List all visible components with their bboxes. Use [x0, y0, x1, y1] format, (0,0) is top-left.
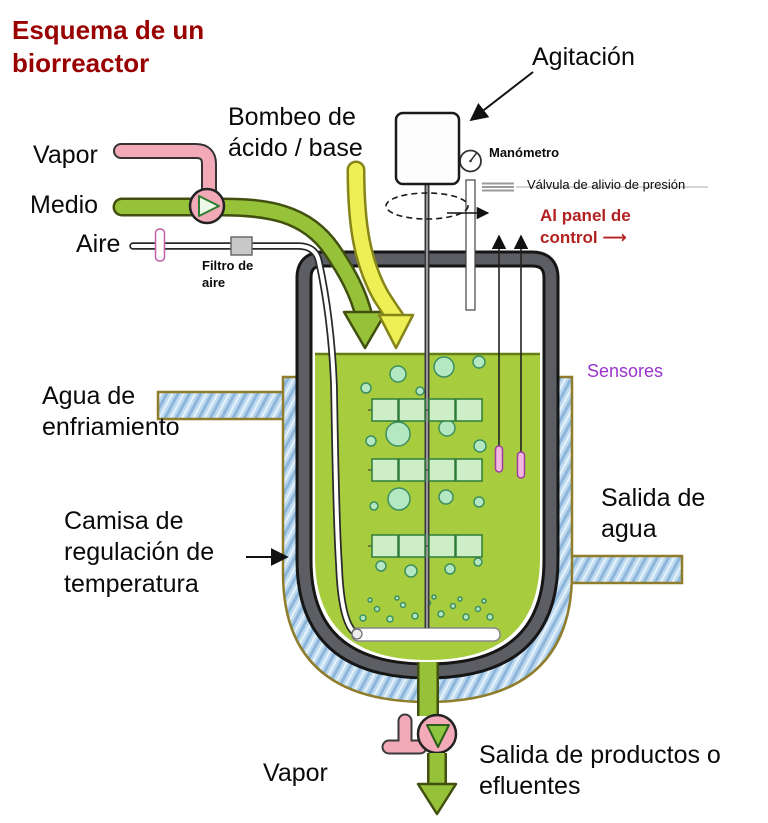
impeller-row	[368, 534, 483, 558]
bubbles	[359, 355, 494, 623]
impellers	[368, 398, 483, 558]
sensor-tip	[494, 445, 504, 473]
relief-valve	[482, 182, 708, 192]
label-jacket: Camisa de regulación de temperatura	[64, 507, 215, 598]
pump-bottom	[416, 713, 458, 755]
label-relief-valve: Válvula de alivio de presión	[527, 177, 686, 192]
rotation-ellipse	[385, 192, 469, 220]
label-air: Aire	[76, 230, 121, 258]
impeller-row	[368, 458, 483, 482]
label-agitation: Agitación	[532, 43, 635, 71]
agitation-pointer-arrow	[469, 71, 534, 122]
outlet-arrow	[416, 782, 458, 816]
manometer-gauge	[459, 149, 482, 311]
steam-pipe-top	[113, 143, 217, 200]
medium-arrow	[342, 310, 388, 350]
label-cooling-water: Agua de enfriamiento	[42, 382, 180, 442]
label-medium: Medio	[30, 191, 99, 219]
label-air-filter: Filtro de aire	[202, 258, 254, 290]
pump-top	[188, 187, 226, 225]
label-steam-bottom: Vapor	[263, 759, 328, 787]
label-manometer: Manómetro	[489, 145, 560, 160]
impeller-row	[368, 398, 483, 422]
air-flowmeter	[154, 228, 166, 262]
label-acid-base-pump: Bombeo de ácido / base	[228, 103, 363, 163]
label-control-panel: Al panel de control ⟶	[540, 206, 631, 248]
bottom-outlet	[381, 662, 458, 816]
water-inlet-pipe	[156, 390, 290, 421]
air-filter-box	[230, 236, 253, 256]
sparger	[351, 627, 501, 642]
water-outlet-pipe	[566, 554, 684, 585]
acid-base-pipe	[346, 160, 415, 350]
sensor-probes	[491, 234, 529, 479]
air-tube-inner	[131, 244, 355, 633]
page-title: Esquema de un biorreactor	[12, 15, 205, 78]
label-steam-in: Vapor	[33, 141, 98, 169]
agitator-motor	[394, 111, 461, 186]
label-products-out: Salida de productos o efluentes	[479, 741, 721, 801]
acid-base-arrow	[377, 313, 415, 350]
sensor-tip	[516, 451, 526, 479]
label-water-out: Salida de agua	[601, 484, 706, 544]
medium-pipe	[112, 197, 388, 350]
label-sensors: Sensores	[587, 361, 664, 381]
